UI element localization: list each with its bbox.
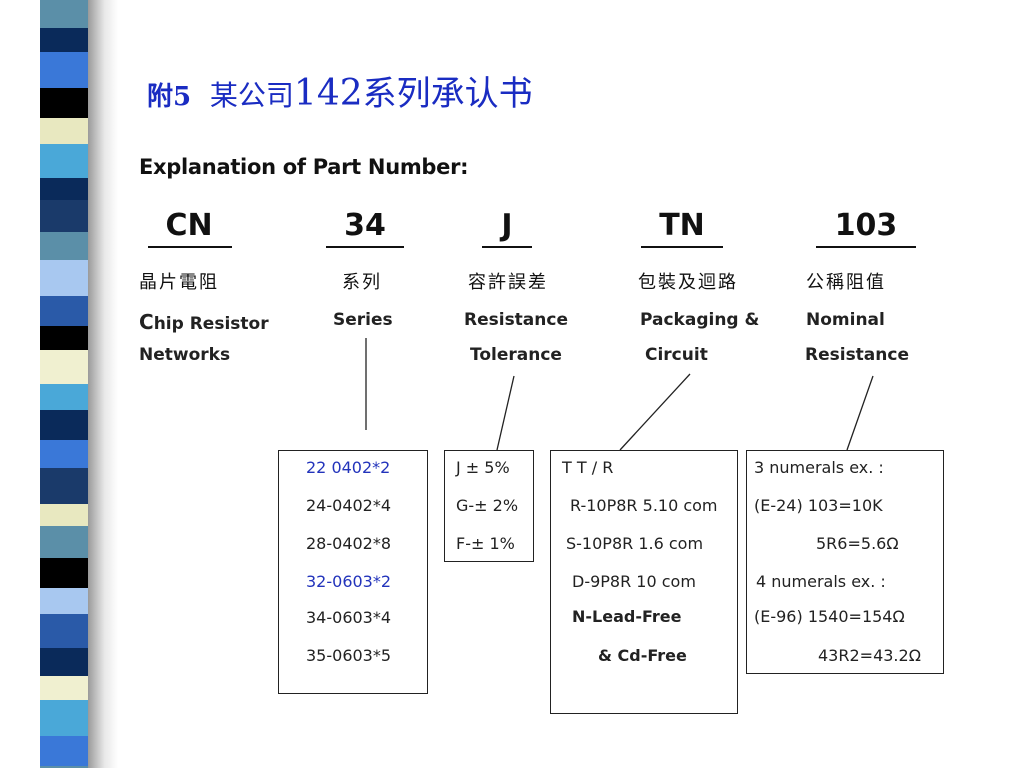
title-suffix: 系列承认书 — [362, 74, 533, 114]
en-label-circuit: Circuit — [645, 345, 708, 365]
series-item: 28-0402*8 — [306, 534, 392, 553]
resistance-item: 5R6=5.6Ω — [816, 534, 899, 553]
en-label-series: Series — [333, 310, 393, 330]
cn-label-chip-resistor: 晶片電阻 — [139, 272, 219, 293]
packaging-item: R-10P8R 5.10 com — [570, 496, 718, 515]
stripe-block — [40, 588, 92, 614]
code-series: 34 — [344, 208, 386, 243]
stripe-block — [40, 526, 92, 558]
packaging-item-lead-free: N-Lead-Free — [572, 607, 682, 626]
en-rest: hip Resistor — [153, 314, 269, 334]
stripe-block — [40, 700, 92, 736]
packaging-item: D-9P8R 10 com — [572, 572, 696, 591]
stripe-block — [40, 0, 92, 28]
en-initial: C — [139, 310, 154, 334]
code-underline — [326, 246, 404, 248]
stripe-block — [40, 676, 92, 700]
en-label-resistance: Resistance — [464, 310, 568, 330]
cn-label-tolerance: 容許誤差 — [468, 272, 548, 293]
code-cn: CN — [165, 208, 213, 243]
code-underline — [816, 246, 916, 248]
stripe-block — [40, 200, 92, 232]
packaging-box — [550, 450, 738, 714]
title-company: 某公司 — [209, 79, 294, 112]
connector-tolerance — [496, 375, 515, 451]
code-underline — [482, 246, 532, 248]
stripe-block — [40, 410, 92, 440]
stripe-block — [40, 178, 92, 200]
packaging-item: T T / R — [562, 458, 614, 477]
stripe-block — [40, 88, 92, 118]
stripe-block — [40, 118, 92, 144]
resistance-item: (E-24) 103=10K — [754, 496, 883, 515]
tolerance-item: F-± 1% — [456, 534, 515, 553]
slide-title: 附5 某公司142系列承认书 — [147, 66, 533, 115]
title-prefix: 附5 — [147, 82, 192, 112]
en-label-packaging: Packaging & — [640, 310, 760, 330]
stripe-block — [40, 52, 92, 88]
series-item: 32-0603*2 — [306, 572, 392, 591]
code-tolerance: J — [501, 208, 513, 243]
cn-label-series: 系列 — [342, 272, 382, 293]
packaging-item-cd-free: & Cd-Free — [598, 646, 687, 665]
cn-label-nominal: 公稱阻值 — [806, 272, 886, 293]
title-number: 142 — [293, 73, 363, 114]
tolerance-item: G-± 2% — [456, 496, 519, 515]
stripe-block — [40, 260, 92, 296]
stripe-block — [40, 326, 92, 350]
stripe-block — [40, 614, 92, 648]
cn-label-packaging: 包裝及迴路 — [638, 272, 738, 293]
stripe-block — [40, 296, 92, 326]
stripe-block — [40, 766, 92, 768]
stripe-block — [40, 28, 92, 52]
tolerance-box — [444, 450, 534, 562]
code-underline — [641, 246, 723, 248]
part-number-heading: Explanation of Part Number: — [139, 155, 469, 179]
code-resistance: 103 — [834, 208, 898, 243]
en-label-tolerance: Tolerance — [470, 345, 562, 365]
en-label-chip-resistor: Chip Resistor — [139, 310, 269, 334]
resistance-item: 3 numerals ex. : — [754, 458, 884, 477]
series-item: 22 0402*2 — [306, 458, 391, 477]
connector-packaging — [619, 373, 691, 451]
code-underline — [148, 246, 232, 248]
stripe-block — [40, 468, 92, 504]
packaging-item: S-10P8R 1.6 com — [566, 534, 704, 553]
resistance-item: 43R2=43.2Ω — [818, 646, 921, 665]
decorative-stripe — [0, 0, 118, 768]
stripe-block — [40, 350, 92, 384]
connector-resistance — [846, 375, 874, 451]
stripe-block — [40, 232, 92, 260]
series-box — [278, 450, 428, 694]
stripe-shadow — [88, 0, 118, 768]
en-label-nominal: Nominal — [806, 310, 885, 330]
en-label-networks: Networks — [139, 345, 231, 365]
tolerance-item: J ± 5% — [456, 458, 510, 477]
stripe-block — [40, 440, 92, 468]
stripe-block — [40, 384, 92, 410]
series-item: 34-0603*4 — [306, 608, 392, 627]
stripe-block — [40, 504, 92, 526]
stripe-block — [40, 736, 92, 766]
series-item: 24-0402*4 — [306, 496, 392, 515]
code-packaging: TN — [659, 208, 705, 243]
resistance-item: 4 numerals ex. : — [756, 572, 886, 591]
stripe-block — [40, 144, 92, 178]
resistance-box — [746, 450, 944, 674]
series-item: 35-0603*5 — [306, 646, 392, 665]
resistance-item: (E-96) 1540=154Ω — [754, 607, 905, 626]
stripe-block — [40, 648, 92, 676]
en-label-resistance-2: Resistance — [805, 345, 909, 365]
stripe-block — [40, 558, 92, 588]
